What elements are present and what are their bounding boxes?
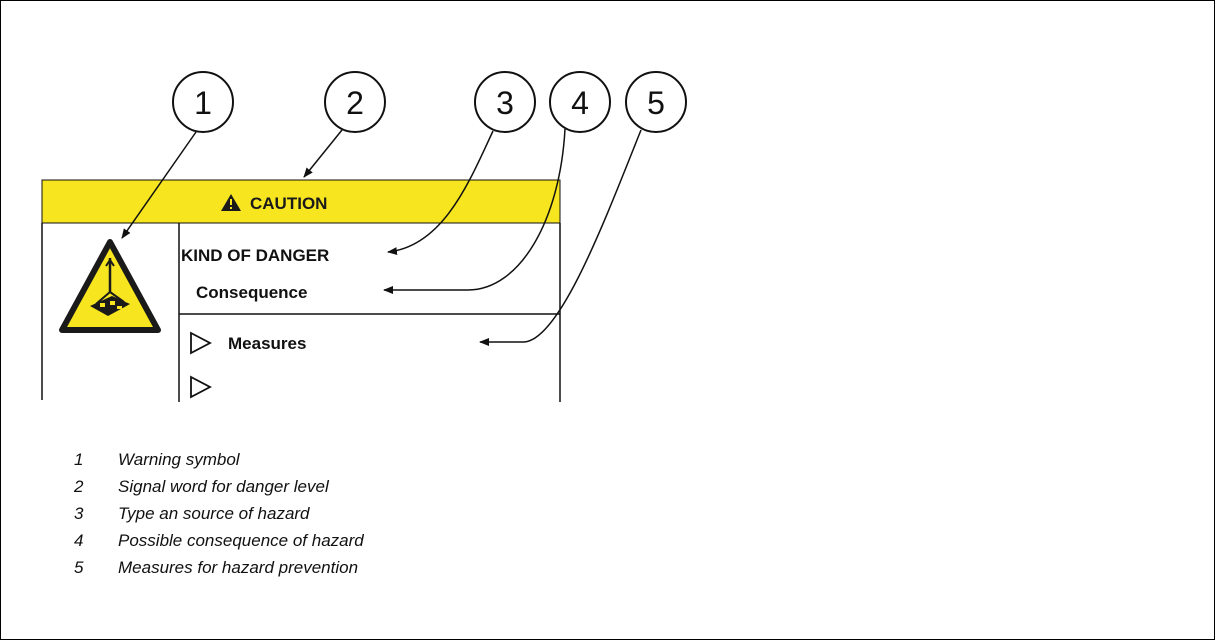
legend-text: Warning symbol: [118, 450, 240, 469]
measure-bullet-icon: [190, 331, 212, 355]
legend-number: 5: [74, 558, 84, 577]
legend-number: 4: [74, 531, 84, 550]
callout-4: 4: [549, 71, 611, 133]
sign-body-lines: [41, 223, 561, 402]
callout-5-number: 5: [647, 85, 665, 121]
consequence-text: Consequence: [196, 283, 307, 302]
signal-word-bar: [41, 179, 561, 224]
callout-2: 2: [324, 71, 386, 133]
callout-3: 3: [474, 71, 536, 133]
legend-list: 1 Warning symbol 2 Signal word for danger …: [74, 446, 364, 581]
legend-item: 1 Warning symbol: [74, 446, 364, 473]
legend-number: 3: [74, 504, 84, 523]
suspended-load-warning-icon: [59, 239, 161, 333]
callout-4-number: 4: [571, 85, 589, 121]
legend-text: Possible consequence of hazard: [118, 531, 364, 550]
legend-item: 4 Possible consequence of hazard: [74, 527, 364, 554]
legend-number: 1: [74, 450, 84, 469]
callout-5: 5: [625, 71, 687, 133]
legend-number: 2: [74, 477, 84, 496]
kind-of-danger-text: KIND OF DANGER: [181, 246, 329, 265]
legend-text: Signal word for danger level: [118, 477, 329, 496]
legend-text: Measures for hazard prevention: [118, 558, 359, 577]
legend-item: 2 Signal word for danger level: [74, 473, 364, 500]
measures-text: Measures: [228, 334, 306, 353]
measure-bullet-empty-icon: [190, 375, 212, 399]
legend-item: 5 Measures for hazard prevention: [74, 554, 364, 581]
callout-1: 1: [172, 71, 234, 133]
legend-item: 3 Type an source of hazard: [74, 500, 364, 527]
callout-3-number: 3: [496, 85, 514, 121]
callout-arrows: [121, 128, 642, 346]
caution-triangle-icon: [221, 194, 241, 211]
legend-text: Type an source of hazard: [118, 504, 310, 523]
safety-notice-diagram: 1 2 3 4 5 CAUTION: [41, 71, 687, 402]
callout-2-number: 2: [346, 85, 364, 121]
signal-word: CAUTION: [250, 194, 327, 213]
callout-1-number: 1: [194, 85, 212, 121]
